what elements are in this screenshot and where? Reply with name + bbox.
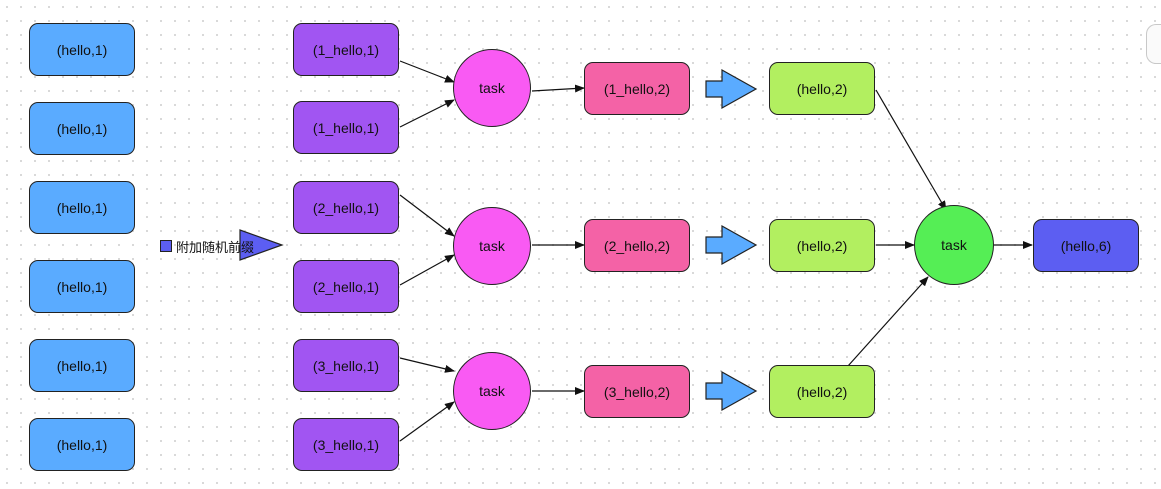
prefixed-node: (3_hello,1) [293, 339, 399, 392]
stripped-result-node: (hello,2) [769, 219, 875, 272]
task-node: task [453, 49, 531, 127]
final-task-node: task [914, 205, 994, 285]
block-arrow-icon [705, 68, 758, 110]
block-arrow-icon [705, 370, 758, 412]
source-node: (hello,1) [29, 418, 135, 471]
task-node: task [453, 352, 531, 430]
edge [847, 276, 929, 367]
edge [531, 84, 585, 93]
prefix-arrow-icon [239, 229, 284, 261]
prefixed-node: (2_hello,1) [293, 260, 399, 313]
final-result-node: (hello,6) [1033, 219, 1139, 272]
side-panel-handle[interactable] [1146, 24, 1161, 64]
stripped-result-node: (hello,2) [769, 62, 875, 115]
prefixed-node: (1_hello,1) [293, 101, 399, 154]
edge [399, 194, 455, 237]
prefixed-node: (2_hello,1) [293, 181, 399, 234]
partial-result-node: (3_hello,2) [584, 365, 690, 418]
edge [399, 99, 455, 128]
edge [399, 60, 455, 83]
source-node: (hello,1) [29, 102, 135, 155]
edge [399, 357, 455, 373]
partial-result-node: (1_hello,2) [584, 62, 690, 115]
prefix-step-text: 附加随机前缀 [176, 239, 255, 255]
block-arrow-icon [705, 224, 758, 266]
prefix-step-label: 附加随机前缀 [160, 236, 254, 256]
legend-square-icon [160, 240, 172, 252]
source-node: (hello,1) [29, 339, 135, 392]
stripped-result-node: (hello,2) [769, 365, 875, 418]
source-node: (hello,1) [29, 23, 135, 76]
edge [399, 401, 455, 442]
edge [875, 89, 947, 211]
prefixed-node: (3_hello,1) [293, 418, 399, 471]
edge [399, 254, 455, 286]
source-node: (hello,1) [29, 260, 135, 313]
source-node: (hello,1) [29, 181, 135, 234]
partial-result-node: (2_hello,2) [584, 219, 690, 272]
task-node: task [453, 207, 531, 285]
prefixed-node: (1_hello,1) [293, 23, 399, 76]
